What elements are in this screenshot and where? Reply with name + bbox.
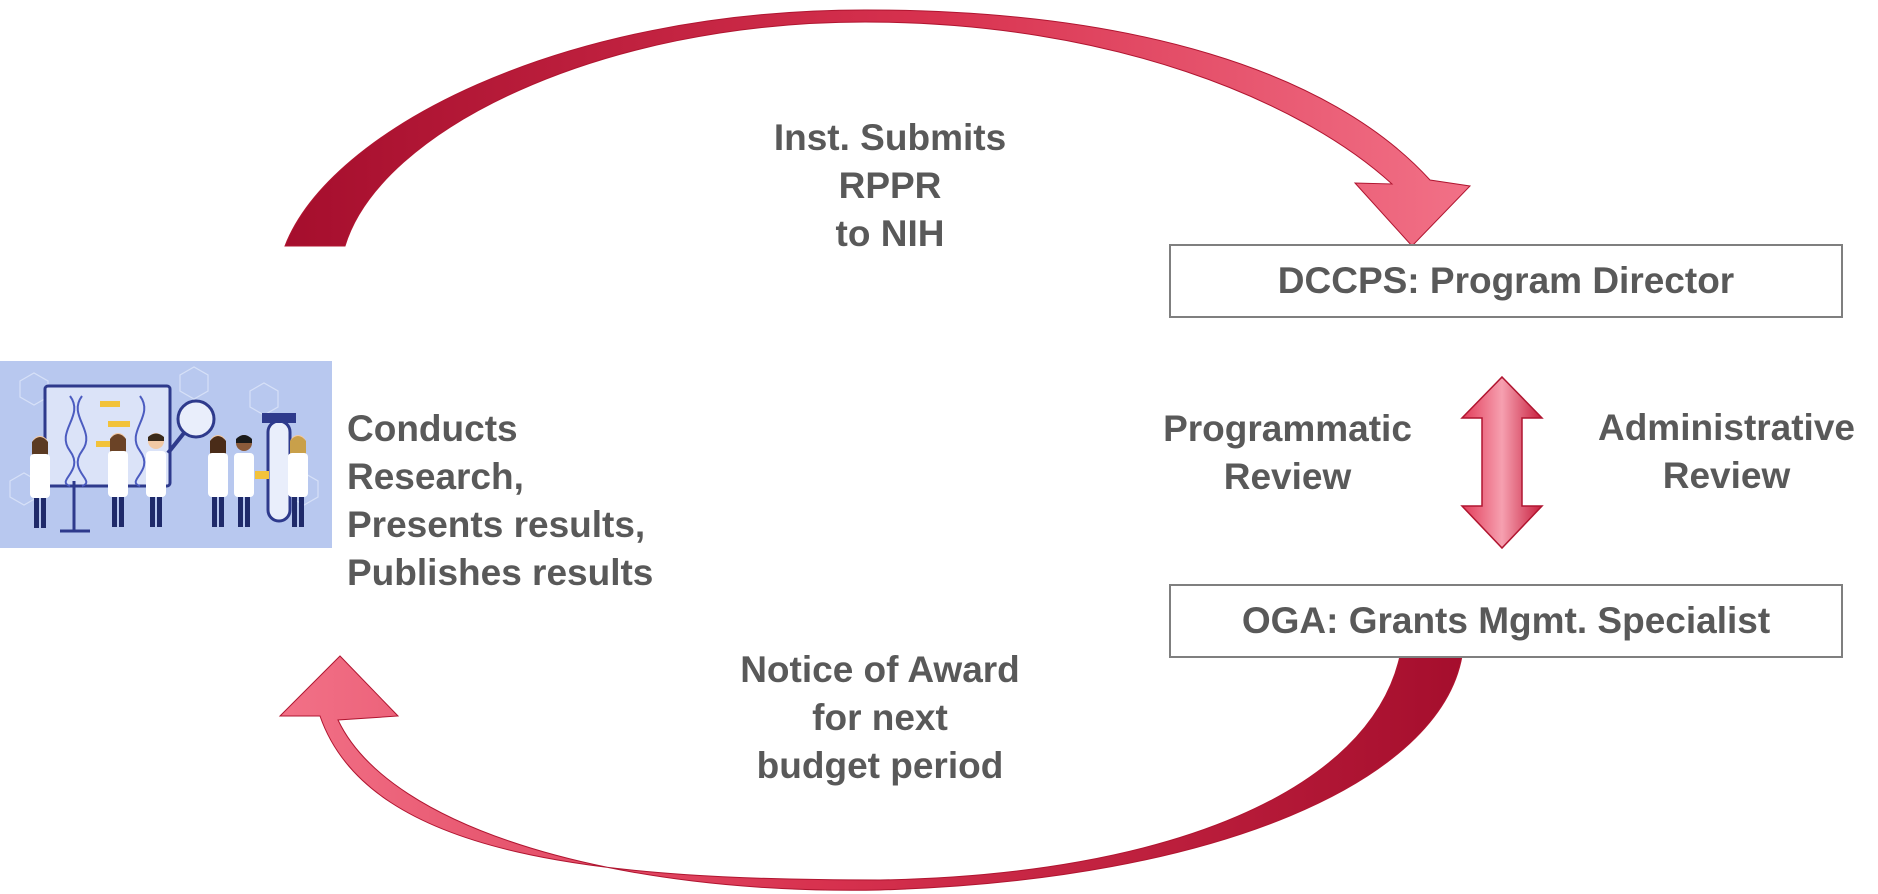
programmatic-line-2: Review: [1223, 456, 1352, 497]
notice-line-2: for next: [812, 697, 948, 738]
scientists-illustration: [0, 361, 332, 548]
top-curved-arrow: [284, 9, 1472, 247]
research-line-2: Research,: [347, 456, 524, 497]
review-double-arrow: [1460, 375, 1544, 550]
submit-rppr-line-3: to NIH: [835, 213, 945, 254]
submit-rppr-line-1: Inst. Submits: [773, 117, 1007, 158]
submit-rppr-line-2: RPPR: [838, 165, 942, 206]
program-director-box: DCCPS: Program Director: [1169, 244, 1843, 318]
bottom-curved-arrow: [278, 655, 1463, 891]
submit-rppr-label: Inst. Submits RPPR to NIH: [740, 114, 1040, 258]
research-line-1: Conducts: [347, 408, 518, 449]
administrative-line-2: Review: [1662, 455, 1791, 496]
research-label: Conducts Research, Presents results, Pub…: [347, 405, 653, 597]
research-line-3: Presents results,: [347, 504, 646, 545]
grants-specialist-box: OGA: Grants Mgmt. Specialist: [1169, 584, 1843, 658]
notice-line-3: budget period: [756, 745, 1004, 786]
notice-line-1: Notice of Award: [740, 649, 1020, 690]
programmatic-review-label: Programmatic Review: [1150, 405, 1425, 501]
research-line-4: Publishes results: [347, 552, 654, 593]
notice-of-award-label: Notice of Award for next budget period: [720, 646, 1040, 790]
administrative-review-label: Administrative Review: [1584, 404, 1869, 500]
administrative-line-1: Administrative: [1597, 407, 1855, 448]
programmatic-line-1: Programmatic: [1163, 408, 1412, 449]
